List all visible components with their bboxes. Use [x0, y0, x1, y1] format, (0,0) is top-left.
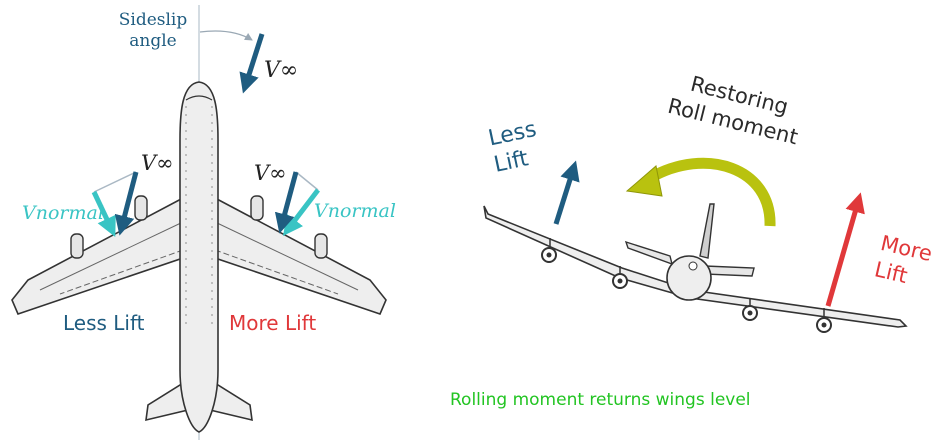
- top-view-aircraft: [11, 5, 387, 440]
- caption: Rolling moment returns wings level: [450, 390, 751, 410]
- left-velocity-vectors: [91, 171, 139, 238]
- v-inf-label-top: V∞: [264, 58, 299, 83]
- less-lift-label-left: Less Lift: [63, 311, 145, 335]
- less-lift-arrow: [553, 160, 580, 225]
- v-normal-label-right: Vnormal: [314, 200, 396, 222]
- v-normal-label-left: Vnormal: [22, 202, 104, 224]
- more-lift-arrow: [825, 192, 865, 307]
- freestream-arrow-top: [239, 33, 265, 94]
- sideslip-label: Sideslip angle: [118, 10, 188, 51]
- sideslip-arc: [199, 30, 253, 41]
- more-lift-label-left: More Lift: [229, 311, 317, 335]
- roll-moment-arrow: [647, 157, 776, 227]
- v-inf-label-right: V∞: [254, 161, 287, 185]
- front-view-aircraft: [483, 203, 908, 333]
- right-velocity-vectors: [274, 171, 320, 236]
- v-inf-label-left: V∞: [141, 151, 174, 175]
